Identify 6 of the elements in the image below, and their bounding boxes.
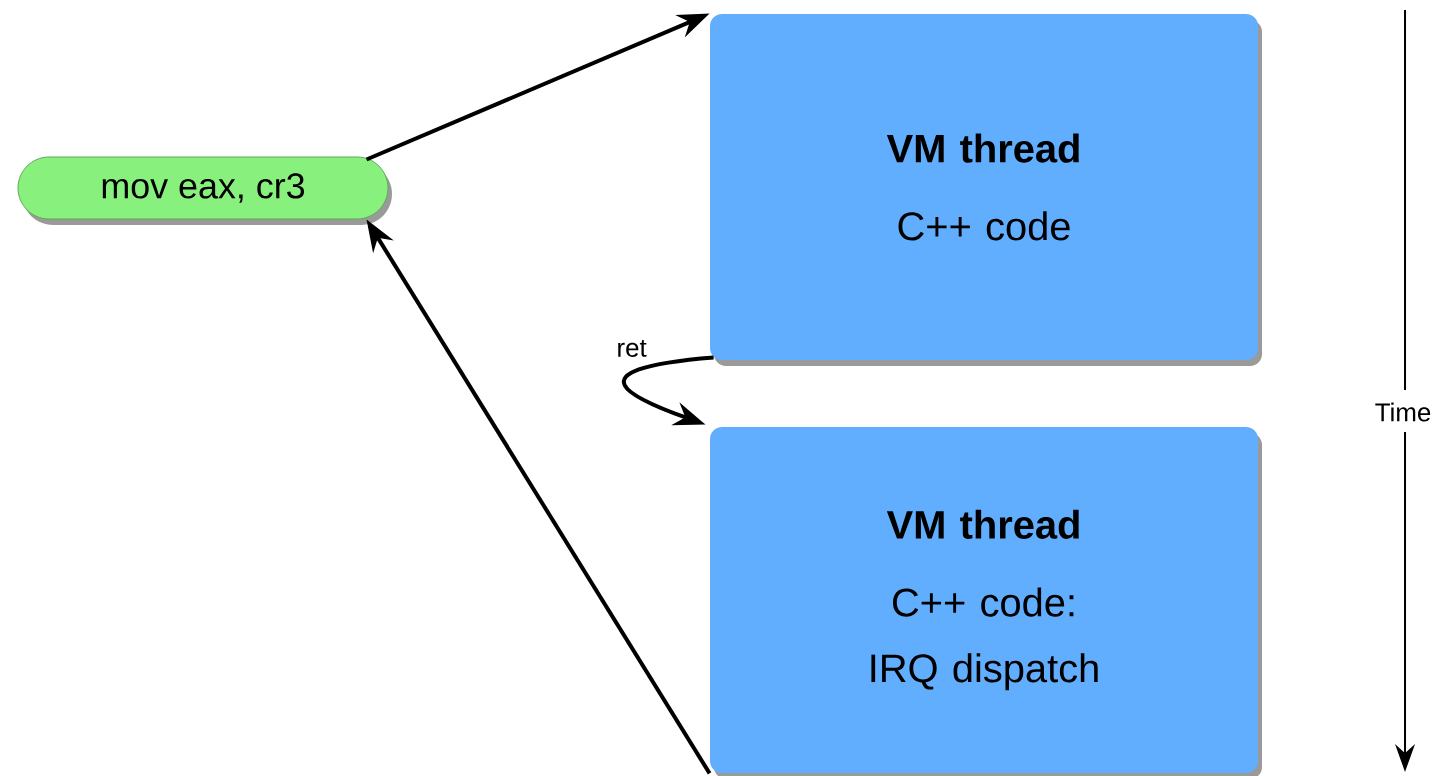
edge-label: ret xyxy=(618,339,647,357)
instruction-pill: mov eax, cr3 xyxy=(17,156,392,225)
axis-label: Time xyxy=(1375,402,1431,422)
process-box: VM thread C++ code: IRQ dispatch xyxy=(710,427,1262,776)
process-box: VM thread C++ code xyxy=(710,14,1262,366)
arrow xyxy=(622,355,714,426)
